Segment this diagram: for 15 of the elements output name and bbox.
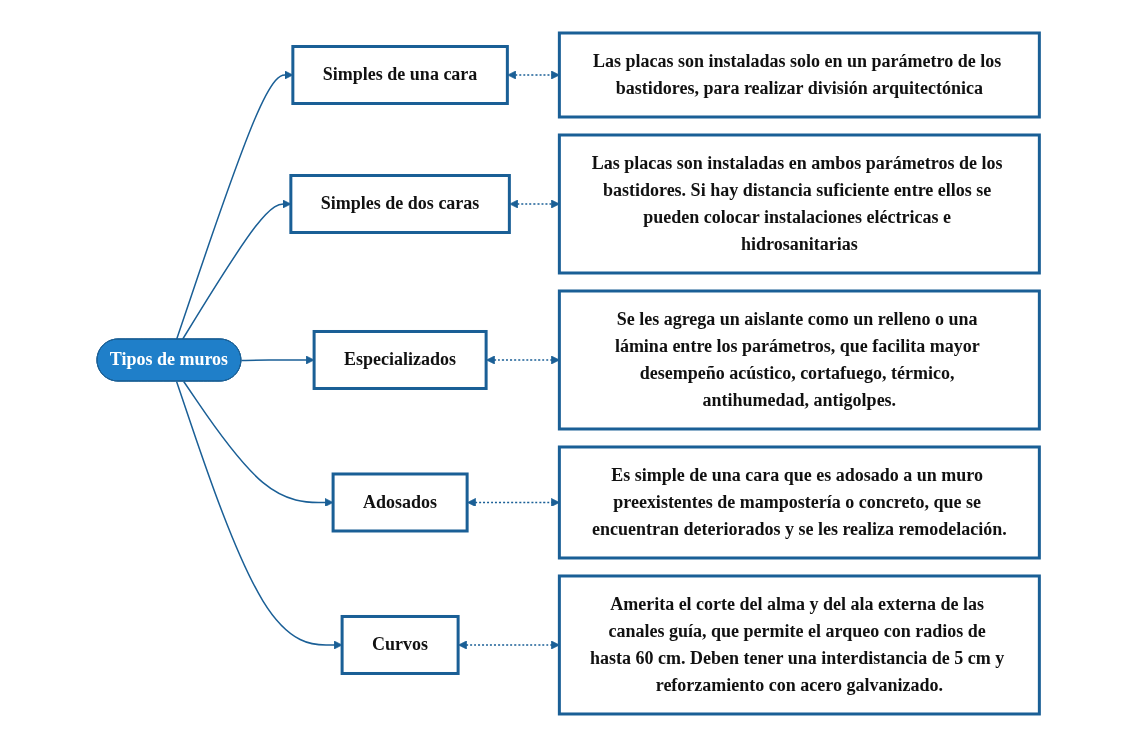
arrow — [183, 380, 334, 507]
arrow — [176, 70, 294, 340]
node-box: Es simple de una cara que es adosado a un muro preexistentes de mampostería o concreto, que se encuentran deteriorados y se les realiza remodelación. — [558, 445, 1042, 559]
node-box: Especializados — [312, 329, 488, 390]
arrow — [176, 380, 343, 649]
node-box: Las placas son instaladas solo en un parámetro de los bastidores, para realizar división arquitectónica — [558, 31, 1042, 118]
node-box: Las placas son instaladas en ambos parámetros de los bastidores. Si hay distancia suficiente entre ellos se pueden colocar instalaciones eléctricas e hidrosanitarias — [558, 133, 1042, 274]
node-box: Simples de dos caras — [289, 173, 512, 234]
node-box: Adosados — [331, 472, 469, 532]
node-box: Simples de una cara — [291, 44, 510, 105]
node-box: Curvos — [340, 614, 460, 675]
node-box: Se les agrega un aislante como un relleno o una lámina entre los parámetros, que facilita mayor desempeño acústico, cortafuego, térmico, antihumedad, antigolpes. — [558, 289, 1042, 430]
arrow — [240, 355, 315, 364]
node-box: Amerita el corte del alma y del ala externa de las canales guía, que permite el arqueo con radios de hasta 60 cm. Deben tener una interdistancia de 5 cm y reforzamiento con acero galvanizado. — [558, 574, 1042, 715]
arrow — [182, 199, 292, 340]
